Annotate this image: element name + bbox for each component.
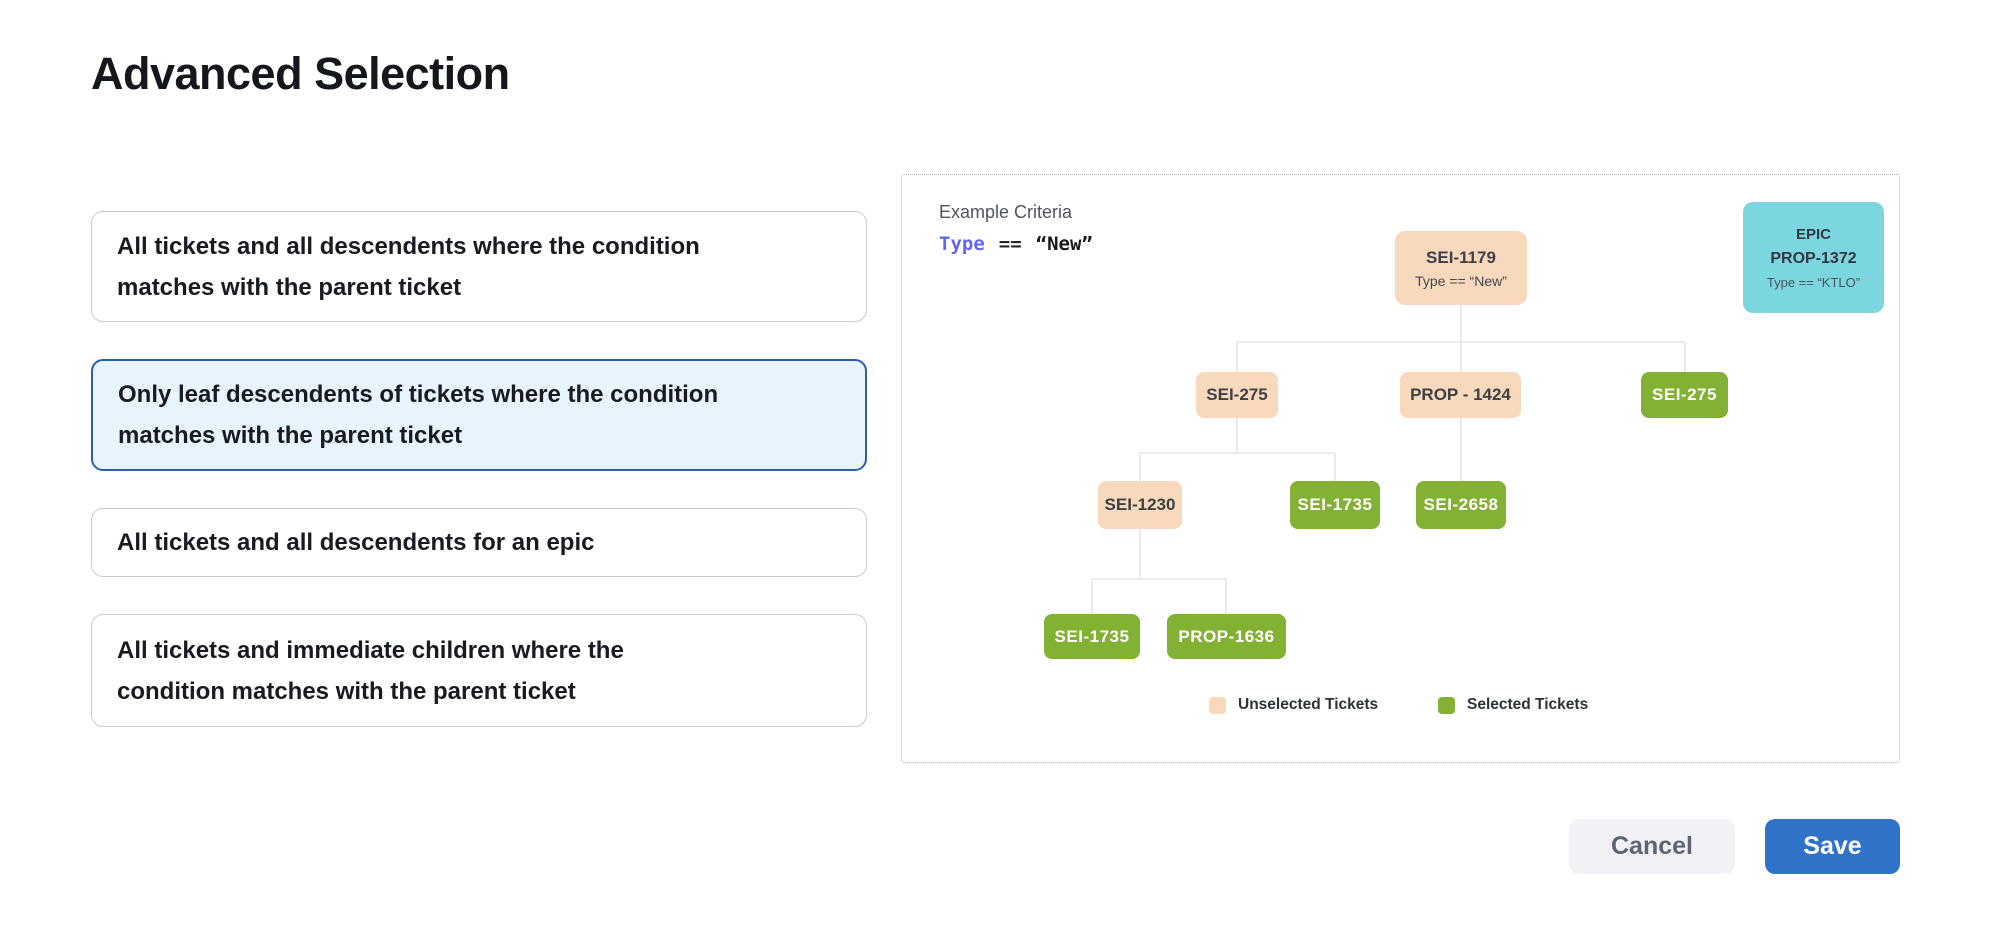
selected-swatch-icon — [1438, 696, 1455, 714]
ticket-node-label: PROP-1636 — [1178, 626, 1275, 646]
ticket-node-sei-1230: SEI-1230 — [1098, 481, 1182, 529]
page-title: Advanced Selection — [91, 48, 510, 99]
ticket-node-label: SEI-1735 — [1297, 495, 1373, 514]
ticket-node-sei-275-unselected: SEI-275 — [1196, 372, 1278, 418]
ticket-node-label: SEI-275 — [1206, 385, 1268, 404]
option-immediate-children-condition[interactable]: All tickets and immediate children where… — [91, 614, 867, 727]
criteria-field: Type — [939, 233, 985, 255]
criteria-operator: == — [998, 233, 1022, 255]
legend-selected-tickets: Selected Tickets — [1438, 696, 1588, 714]
ticket-node-sei-275-selected: SEI-275 — [1641, 372, 1728, 418]
legend-label: Selected Tickets — [1467, 696, 1589, 713]
epic-card-type: EPIC — [1795, 225, 1831, 243]
ticket-node-label: SEI-2658 — [1423, 495, 1499, 514]
option-all-descendents-epic[interactable]: All tickets and all descendents for an e… — [91, 508, 867, 577]
epic-card-id: PROP-1372 — [1770, 249, 1857, 267]
epic-card: EPIC PROP-1372 Type == “KTLO” — [1743, 202, 1884, 313]
criteria-value: “New” — [1035, 233, 1093, 255]
example-criteria-expression: Type == “New” — [939, 233, 1093, 255]
ticket-node-criteria: Type == “New” — [1415, 272, 1507, 289]
example-criteria-heading: Example Criteria — [939, 202, 1073, 222]
option-label: Only leaf descendents of tickets where t… — [118, 381, 719, 449]
epic-card-criteria: Type == “KTLO” — [1766, 274, 1861, 290]
option-all-descendents-condition[interactable]: All tickets and all descendents where th… — [91, 211, 867, 322]
option-leaf-descendents-condition[interactable]: Only leaf descendents of tickets where t… — [91, 359, 867, 471]
cancel-button[interactable]: Cancel — [1569, 819, 1735, 874]
ticket-node-sei-1179: SEI-1179 Type == “New” — [1395, 231, 1527, 305]
legend-unselected-tickets: Unselected Tickets — [1209, 696, 1378, 714]
unselected-swatch-icon — [1209, 696, 1226, 714]
ticket-node-label: SEI-1230 — [1104, 495, 1176, 514]
ticket-node-prop-1424: PROP - 1424 — [1400, 372, 1521, 418]
ticket-node-prop-1636: PROP-1636 — [1167, 614, 1286, 659]
option-label: All tickets and all descendents for an e… — [117, 529, 595, 556]
option-label: All tickets and immediate children where… — [117, 636, 624, 705]
ticket-node-label: PROP - 1424 — [1410, 385, 1511, 404]
ticket-node-label: SEI-1735 — [1054, 626, 1130, 646]
ticket-node-sei-2658: SEI-2658 — [1416, 481, 1506, 529]
example-diagram-panel: Example Criteria Type == “New” SEI-1179 Ty… — [901, 174, 1900, 763]
option-label: All tickets and all descendents where th… — [117, 232, 700, 301]
ticket-node-sei-1735-mid: SEI-1735 — [1290, 481, 1380, 529]
legend-label: Unselected Tickets — [1238, 696, 1379, 713]
save-button[interactable]: Save — [1765, 819, 1900, 874]
ticket-node-label: SEI-1179 — [1426, 247, 1496, 267]
ticket-node-sei-1735-leaf: SEI-1735 — [1044, 614, 1140, 659]
ticket-node-label: SEI-275 — [1652, 385, 1717, 404]
